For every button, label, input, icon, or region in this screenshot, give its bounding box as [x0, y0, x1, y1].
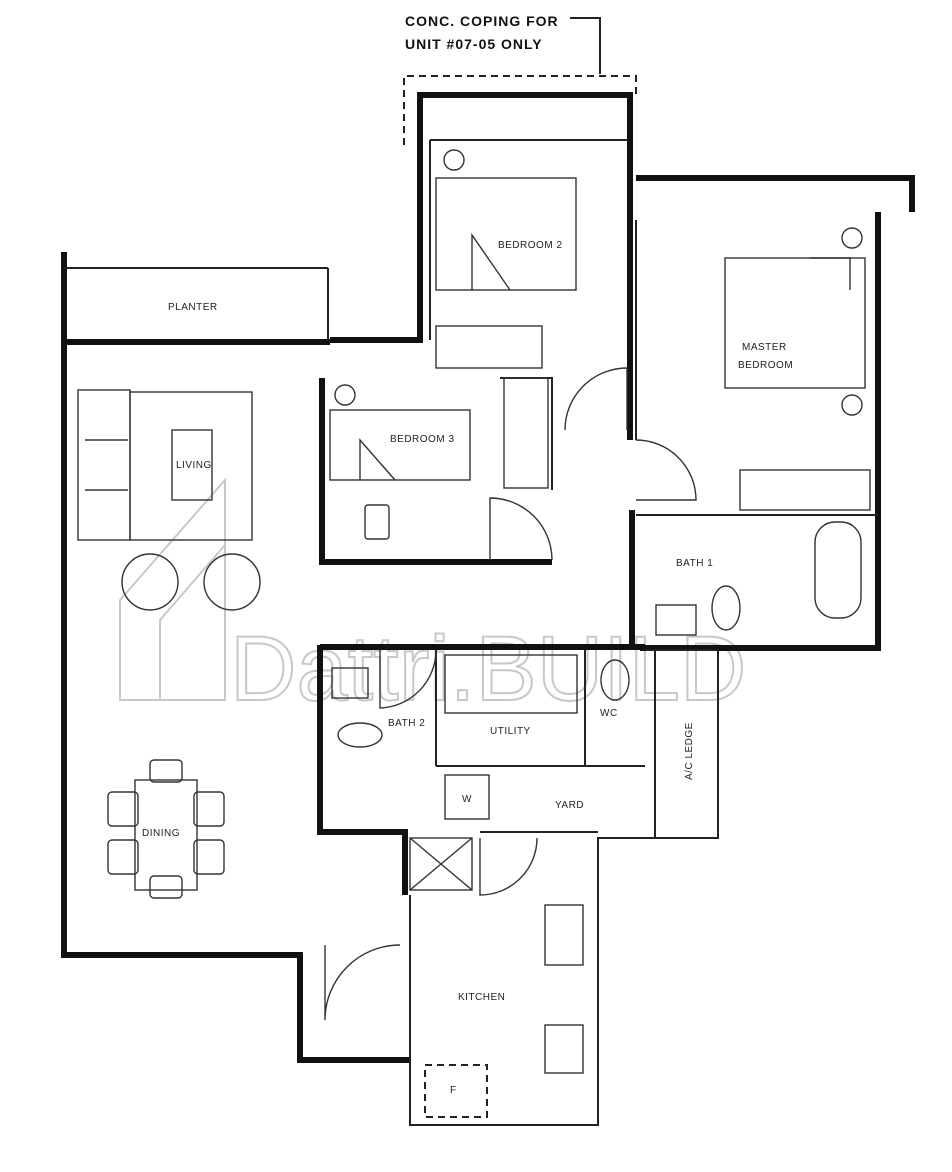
- coffee-table: [171, 429, 213, 501]
- bath1-basin: [655, 604, 697, 636]
- label-utility: UTILITY: [490, 726, 531, 737]
- wall-ac-ledge: [409, 649, 719, 1126]
- watermark-text: Dattri.BUILD: [230, 618, 746, 720]
- bath2-basin: [331, 667, 369, 699]
- label-kitchen: KITCHEN: [458, 992, 505, 1003]
- bedroom-furniture: [329, 149, 871, 540]
- coping-leader: [570, 17, 601, 74]
- lamp-master-1: [841, 227, 863, 249]
- bathtub: [814, 521, 862, 619]
- watermark-logo: [119, 477, 226, 701]
- washer: [444, 774, 490, 820]
- shaft: [409, 837, 473, 891]
- label-dining: DINING: [142, 828, 180, 839]
- wall-master-right: [640, 212, 881, 651]
- doors: [324, 367, 697, 1021]
- dining-chair-3: [107, 791, 139, 827]
- label-master-2: BEDROOM: [738, 360, 793, 371]
- door-main: [324, 944, 401, 1021]
- dining-chair-4: [107, 839, 139, 875]
- label-living: LIVING: [176, 460, 212, 471]
- label-ac-ledge: A/C LEDGE: [684, 722, 695, 780]
- lamp-bedroom2: [443, 149, 465, 171]
- wall-master-top: [636, 175, 915, 212]
- label-yard: YARD: [555, 800, 584, 811]
- kitchen-hob: [544, 1024, 584, 1074]
- wall-planter-left: [61, 252, 410, 1063]
- label-bedroom3: BEDROOM 3: [390, 434, 455, 445]
- door-bedroom3: [489, 497, 553, 561]
- bed-bedroom3-fold: [359, 438, 396, 481]
- shaft-x2: [409, 837, 473, 891]
- label-bedroom2: BEDROOM 2: [498, 240, 563, 251]
- coping-note: CONC. COPING FOR UNIT #07-05 ONLY: [403, 13, 637, 145]
- bed-master: [724, 257, 866, 389]
- coping-note-line2: UNIT #07-05 ONLY: [405, 36, 543, 52]
- wardrobe-master: [739, 469, 871, 511]
- label-planter: PLANTER: [168, 302, 218, 313]
- bed-bedroom2-fold: [471, 232, 511, 291]
- armchair-left: [121, 553, 179, 611]
- dining-chair-1: [149, 759, 183, 783]
- label-bath2: BATH 2: [388, 718, 425, 729]
- door-master: [635, 439, 697, 501]
- dining-chair-6: [193, 839, 225, 875]
- label-bath1: BATH 1: [676, 558, 713, 569]
- bath2-toilet: [337, 722, 383, 748]
- lamp-bedroom3: [334, 384, 356, 406]
- kitchen-sink: [544, 904, 584, 966]
- bed-bedroom3: [329, 409, 471, 481]
- dining-table: [134, 779, 198, 891]
- room-labels: PLANTER LIVING BEDROOM 2 BEDROOM 3 MASTE…: [142, 240, 793, 1003]
- door-bedroom2: [564, 367, 628, 431]
- wall-bed3: [319, 378, 552, 565]
- bed-master-fold: [810, 257, 851, 290]
- living-furniture: [77, 389, 261, 611]
- wc-toilet: [600, 659, 630, 701]
- label-master-1: MASTER: [742, 342, 787, 353]
- wall-service-left: [317, 645, 408, 895]
- door-bath2: [379, 649, 437, 709]
- dining-chair-2: [149, 875, 183, 899]
- wardrobe-bedroom2: [435, 325, 543, 369]
- fridge: [424, 1064, 488, 1118]
- coping-note-line1: CONC. COPING FOR: [405, 13, 559, 29]
- dining-chair-5: [193, 791, 225, 827]
- utility-bed: [444, 654, 578, 714]
- fridge-label: F: [450, 1085, 457, 1096]
- fixtures: W F: [331, 521, 862, 1118]
- door-kitchen-yard: [479, 837, 538, 896]
- wall-bed3-top: [330, 92, 633, 343]
- walls: [61, 92, 915, 1126]
- wardrobe-bedroom3: [503, 377, 549, 489]
- label-wc: WC: [600, 708, 618, 719]
- bath1-toilet: [711, 585, 741, 631]
- washer-label: W: [462, 794, 472, 805]
- wall-bed3-right: [500, 377, 553, 490]
- coping-outline: [403, 75, 637, 145]
- armchair-right: [203, 553, 261, 611]
- bed-bedroom2: [435, 177, 577, 291]
- sofa: [77, 389, 131, 541]
- dining-furniture: [107, 759, 225, 899]
- desk-chair-bedroom3: [364, 504, 390, 540]
- lamp-master-2: [841, 394, 863, 416]
